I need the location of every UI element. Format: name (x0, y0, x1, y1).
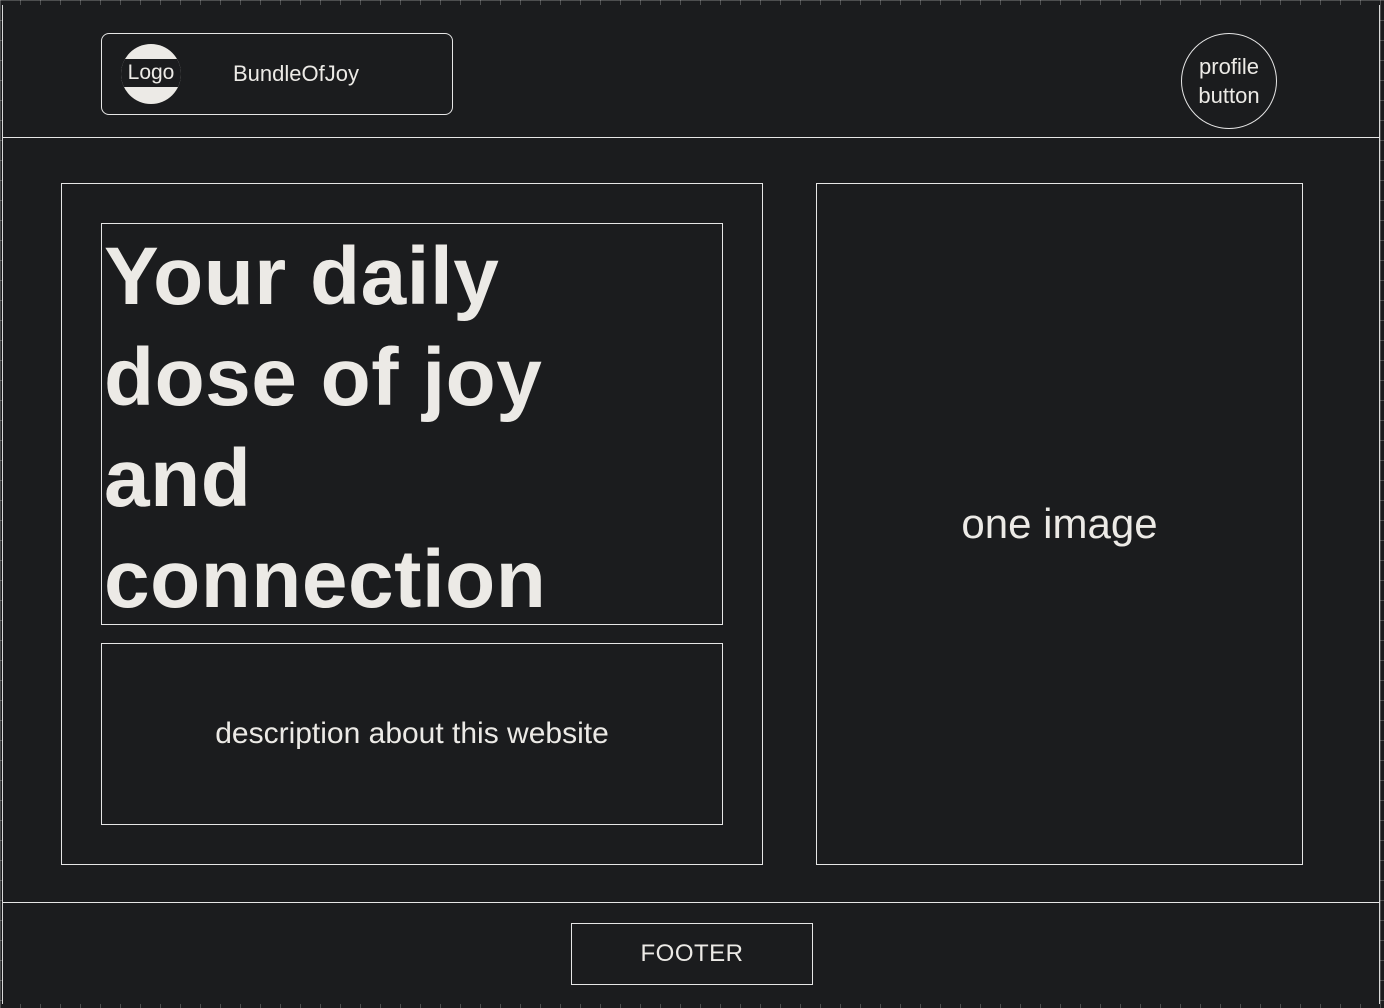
hero-description: description about this website (215, 717, 609, 750)
page-wireframe: Logo BundleOfJoy profile button Your dai… (2, 5, 1380, 1004)
footer-divider (3, 902, 1379, 903)
hero-image-placeholder: one image (816, 183, 1303, 865)
footer: FOOTER (571, 923, 813, 985)
brand-lockup[interactable]: Logo BundleOfJoy (101, 33, 453, 115)
footer-label: FOOTER (640, 940, 744, 967)
logo-icon: Logo (121, 44, 181, 104)
description-box: description about this website (101, 643, 723, 825)
profile-button-label: profile button (1198, 54, 1260, 108)
headline-box: Your daily dose of joy and connection (101, 223, 723, 625)
hero-headline: Your daily dose of joy and connection (104, 231, 547, 625)
logo-label: Logo (127, 61, 175, 84)
hero-text-panel (61, 183, 763, 865)
header-divider (3, 137, 1379, 138)
image-placeholder-label: one image (961, 500, 1158, 547)
brand-name: BundleOfJoy (233, 61, 359, 86)
profile-button[interactable]: profile button (1181, 33, 1277, 129)
